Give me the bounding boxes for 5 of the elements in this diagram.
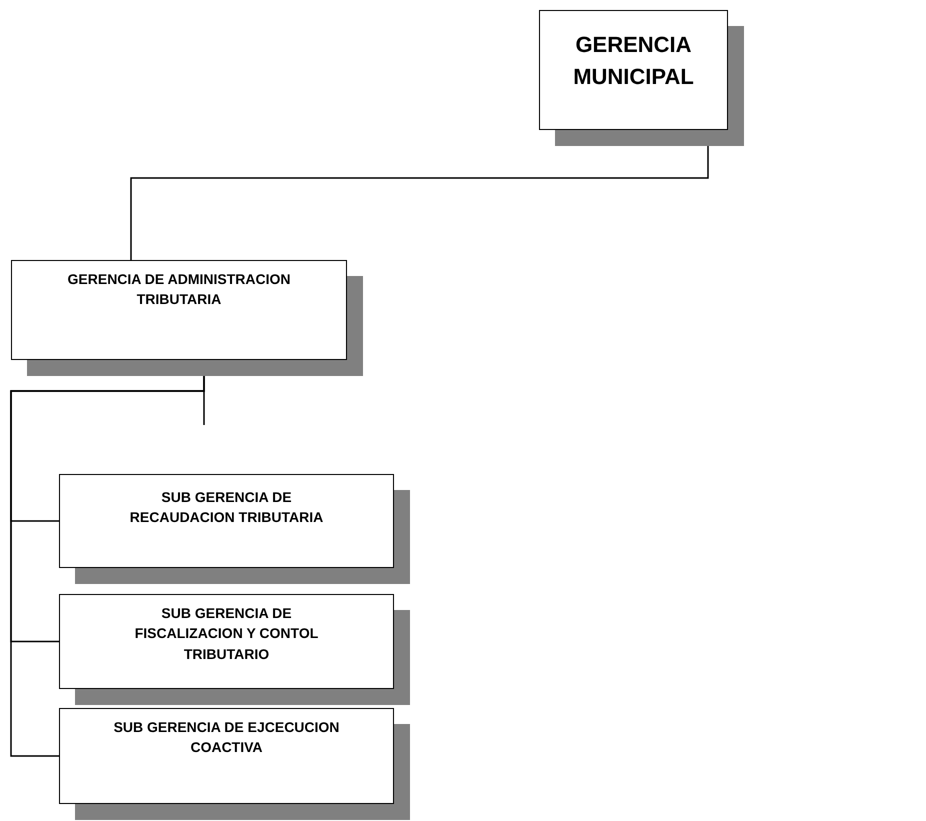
box-title: SUB GERENCIA DE FISCALIZACION Y CONTOL TRIBUTARIO bbox=[134, 604, 320, 664]
box-title: GERENCIA DE ADMINISTRACION TRIBUTARIA bbox=[66, 270, 292, 310]
box-title: SUB GERENCIA DE EJCECUCION COACTIVA bbox=[112, 718, 340, 758]
box-title: GERENCIA MUNICIPAL bbox=[572, 31, 695, 91]
box-title: SUB GERENCIA DE RECAUDACION TRIBUTARIA bbox=[128, 488, 324, 528]
